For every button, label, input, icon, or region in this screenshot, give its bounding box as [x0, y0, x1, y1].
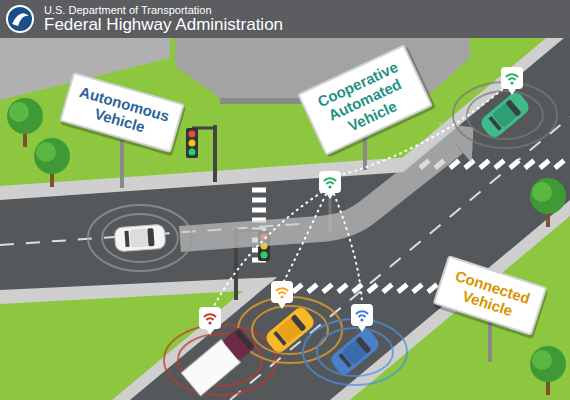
header-text: U.S. Department of Transportation — [44, 4, 212, 16]
header-text: Federal Highway Administration — [44, 16, 283, 35]
